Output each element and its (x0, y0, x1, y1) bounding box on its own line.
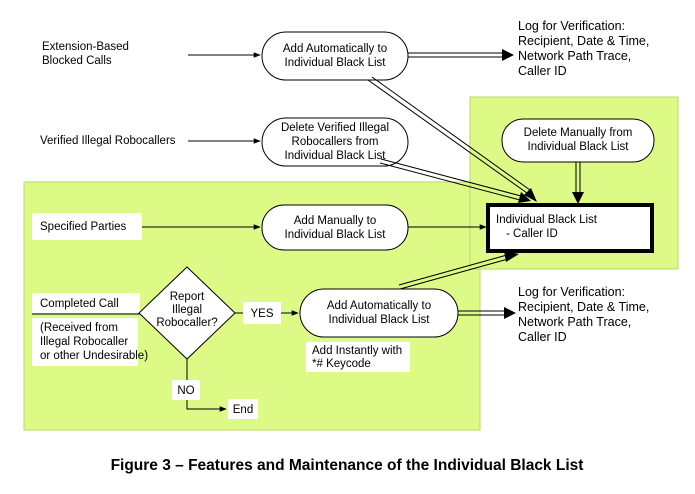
double-arrow-delete-manual-to-list (572, 162, 584, 204)
text-line: Individual Black List (285, 229, 387, 241)
add-auto-top-label: Add Automatically to Individual Black Lis… (283, 43, 387, 69)
delete-verified-node (261, 117, 409, 167)
no-label-box (172, 380, 200, 400)
text-line: Log for Verification: (518, 285, 625, 299)
text-line: Robocallers from (292, 136, 379, 148)
text-line: Recipient, Date & Time, (518, 34, 649, 48)
text-line: *# Keycode (312, 358, 371, 370)
text-line: (Received from (40, 322, 118, 334)
double-arrow-add-top-to-list (367, 76, 537, 202)
input-completed-call: Completed Call (40, 298, 119, 310)
log-bottom: Log for Verification:Recipient, Date & T… (518, 285, 649, 344)
text-line: Specified Parties (40, 221, 127, 233)
text-line: Add Automatically to (327, 300, 431, 312)
text-line: Delete Manually from (524, 127, 633, 139)
text-line: Add Manually to (294, 215, 376, 227)
text-line: Individual Black List (285, 150, 387, 162)
no-label: NO (177, 385, 194, 397)
text-line: or other Undesirable) (40, 350, 148, 362)
text-line: Log for Verification: (518, 19, 625, 33)
text-line: Illegal (172, 304, 202, 316)
double-arrow-delete-verified-to-list (379, 158, 531, 203)
text-line: Individual Black List (329, 314, 431, 326)
delete-manual-node (501, 118, 655, 163)
completed-call-box (32, 293, 140, 313)
double-arrow-add-auto-bottom-to-list (398, 251, 519, 290)
text-line: Caller ID (518, 64, 567, 78)
text-line: Caller ID (518, 330, 567, 344)
text-line: Verified Illegal Robocallers (40, 135, 176, 147)
keycode-note-box (306, 342, 410, 372)
text-line: Blocked Calls (42, 55, 112, 67)
text-line: Add Instantly with (312, 345, 402, 357)
yes-label: YES (250, 308, 273, 320)
add-manual-node (261, 204, 409, 251)
end-label: End (233, 404, 253, 416)
text-line: Extension-Based (42, 41, 129, 53)
black-list-box (486, 203, 654, 253)
text-line: Individual Black List (496, 214, 598, 226)
text-line: Network Path Trace, (518, 315, 631, 329)
keycode-note: Add Instantly with*# Keycode (312, 345, 402, 370)
text-line: Report (170, 291, 205, 303)
text-line: Recipient, Date & Time, (518, 300, 649, 314)
text-line: Delete Verified Illegal (281, 122, 389, 134)
text-line: Illegal Robocaller (40, 336, 128, 348)
text-line: Network Path Trace, (518, 49, 631, 63)
black-list-title: Individual Black List - Caller ID (496, 214, 598, 240)
input-specified-parties: Specified Parties (40, 221, 127, 233)
log-top: Log for Verification:Recipient, Date & T… (518, 19, 649, 78)
add-auto-top-node (261, 31, 409, 81)
text-line: - Caller ID (506, 228, 558, 240)
text-line: Add Automatically to (283, 43, 387, 55)
double-arrow-add-auto-bottom-to-log (458, 307, 516, 319)
add-auto-bottom-node (299, 288, 459, 338)
end-box (228, 399, 258, 419)
figure-caption: Figure 3 – Features and Maintenance of t… (111, 457, 584, 474)
input-verified-robocallers: Verified Illegal Robocallers (40, 135, 176, 147)
text-line: Individual Black List (285, 57, 387, 69)
text-line: Individual Black List (528, 141, 630, 153)
completed-call-note-box (32, 318, 138, 366)
text-line: Robocaller? (156, 317, 217, 329)
yes-label-box (243, 302, 281, 324)
text-line: Completed Call (40, 298, 119, 310)
add-auto-bottom-label: Add Automatically to Individual Black Lis… (327, 300, 431, 326)
specified-parties-box (32, 213, 142, 240)
arrow-no-to-end (186, 400, 227, 412)
add-manual-label: Add Manually to Individual Black List (285, 215, 387, 241)
double-arrow-add-top-to-log (408, 49, 514, 61)
